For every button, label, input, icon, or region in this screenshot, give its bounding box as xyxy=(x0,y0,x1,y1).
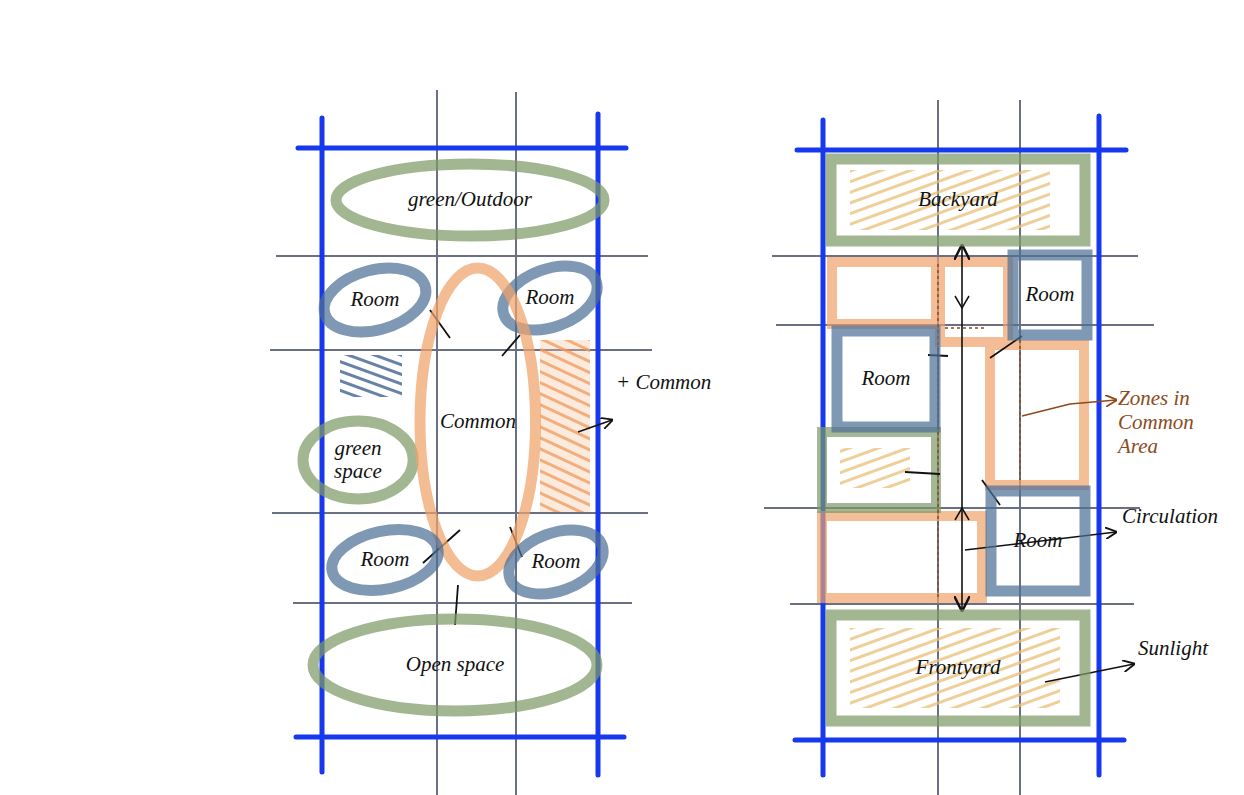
room-box: Room xyxy=(986,486,1090,596)
outdoor-zone: green/Outdoor xyxy=(330,158,610,242)
zone-label: Open space xyxy=(406,653,505,676)
annotation: Zones in Common Area xyxy=(1118,386,1238,458)
zone-label: Room xyxy=(862,367,911,390)
zone-label: Frontyard xyxy=(916,656,1001,679)
room-box: Room xyxy=(832,326,940,432)
common-hatch xyxy=(540,340,590,512)
zone-label: green/Outdoor xyxy=(408,188,532,211)
room-bubble: Room xyxy=(317,264,433,336)
annotation: Sunlight xyxy=(1138,636,1208,660)
zone-label: Room xyxy=(532,550,581,573)
zone-label: Room xyxy=(361,548,410,571)
backyard-band: Backyard xyxy=(826,154,1090,246)
room-bubble: Room xyxy=(325,525,445,595)
sunlight-hatch xyxy=(850,170,1050,230)
annotation: Circulation xyxy=(1122,504,1218,528)
zone-label: Room xyxy=(351,288,400,311)
zone-label: Room xyxy=(1014,529,1063,552)
sunlight-hatch xyxy=(850,628,1060,708)
room-bubble: Room xyxy=(501,527,611,597)
zone-label: green space xyxy=(322,437,394,483)
zone-label: Backyard xyxy=(918,188,998,211)
annotation: + Common xyxy=(616,370,711,394)
zone-label: Common xyxy=(440,410,516,433)
frontyard-band: Frontyard xyxy=(826,610,1090,726)
room-hatch xyxy=(340,355,402,397)
green-space-bubble: green space xyxy=(297,415,419,505)
circulation-arrow xyxy=(961,246,963,610)
room-box: Room xyxy=(1008,250,1092,340)
open-space-zone: Open space xyxy=(307,613,603,717)
zone-label: Room xyxy=(526,286,575,309)
zone-label: Room xyxy=(1026,283,1075,306)
